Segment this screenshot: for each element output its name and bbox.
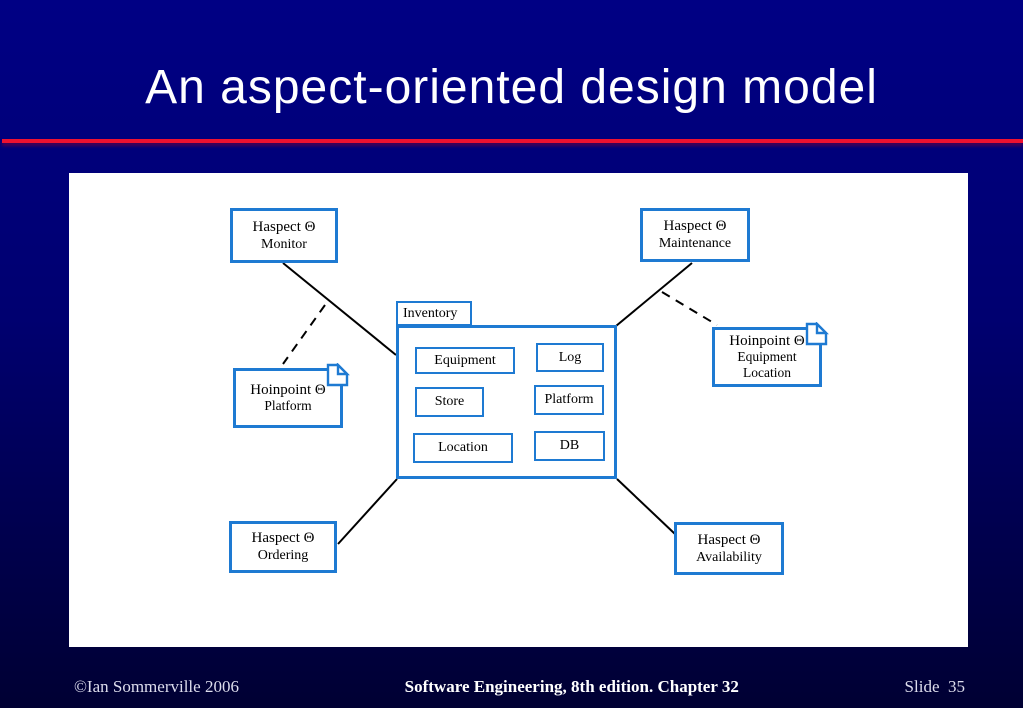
connector-availability-inventory bbox=[616, 478, 676, 535]
component-label: Log bbox=[558, 349, 582, 365]
footer-book-title: Software Engineering, 8th edition. Chapt… bbox=[404, 677, 739, 696]
component-label: Location bbox=[438, 440, 488, 455]
slide-footer: ©Ian Sommerville 2006 Software Engineeri… bbox=[0, 677, 1023, 697]
aspect-maintenance-box: Haspect Θ Maintenance bbox=[640, 208, 750, 262]
connector-lines bbox=[282, 262, 718, 545]
aspect-monitor-box: Haspect Θ Monitor bbox=[230, 208, 338, 263]
connector-monitor-inventory bbox=[282, 262, 397, 356]
component-label: DB bbox=[559, 438, 580, 453]
joinpoint-equipment-location-box: Hoinpoint Θ Equipment Location bbox=[712, 322, 829, 387]
aspect-stereotype: Haspect Θ bbox=[663, 218, 727, 234]
component-store-box: Store bbox=[415, 387, 484, 417]
joinpoint-platform-box: Hoinpoint Θ Platform bbox=[233, 363, 350, 428]
joinpoint-stereotype: Hoinpoint Θ bbox=[250, 382, 326, 398]
component-label: Equipment bbox=[434, 352, 496, 368]
diagram-panel: Haspect Θ Monitor Haspect Θ Maintenance … bbox=[69, 173, 968, 647]
aspect-ordering-box: Haspect Θ Ordering bbox=[229, 521, 337, 573]
footer-copyright: ©Ian Sommerville 2006 bbox=[74, 677, 239, 696]
component-label: Store bbox=[434, 394, 465, 409]
joinpoint-name: Platform bbox=[264, 398, 312, 413]
aspect-name: Monitor bbox=[261, 236, 307, 252]
joinpoint-name-line1: Equipment bbox=[737, 349, 797, 364]
aspect-name: Maintenance bbox=[658, 236, 732, 251]
slide-title: An aspect-oriented design model bbox=[145, 61, 878, 114]
joinpoint-name-line2: Location bbox=[743, 365, 791, 380]
note-dogear-icon bbox=[805, 322, 829, 346]
connector-monitor-joinpoint-platform bbox=[282, 304, 326, 365]
component-location-box: Location bbox=[413, 433, 513, 463]
aspect-stereotype: Haspect Θ bbox=[251, 530, 315, 546]
connector-maintenance-joinpoint-equipment-location bbox=[661, 291, 718, 326]
package-tab: Inventory bbox=[396, 301, 472, 326]
component-equipment-box: Equipment bbox=[415, 347, 515, 374]
connector-ordering-inventory bbox=[337, 478, 398, 545]
aspect-stereotype: Haspect Θ bbox=[252, 218, 316, 235]
footer-slide-number: Slide 35 bbox=[904, 677, 965, 696]
aspect-availability-box: Haspect Θ Availability bbox=[674, 522, 784, 575]
package-name: Inventory bbox=[403, 306, 458, 321]
connector-maintenance-inventory bbox=[615, 262, 693, 327]
component-label: Platform bbox=[544, 392, 594, 407]
joinpoint-stereotype: Hoinpoint Θ bbox=[729, 333, 805, 349]
component-db-box: DB bbox=[534, 431, 605, 461]
aspect-name: Availability bbox=[696, 549, 762, 565]
title-divider-rule bbox=[2, 139, 1023, 143]
aspect-name: Ordering bbox=[257, 548, 309, 563]
note-dogear-icon bbox=[326, 363, 350, 387]
component-log-box: Log bbox=[536, 343, 604, 372]
aspect-stereotype: Haspect Θ bbox=[697, 531, 761, 548]
component-platform-box: Platform bbox=[534, 385, 604, 415]
